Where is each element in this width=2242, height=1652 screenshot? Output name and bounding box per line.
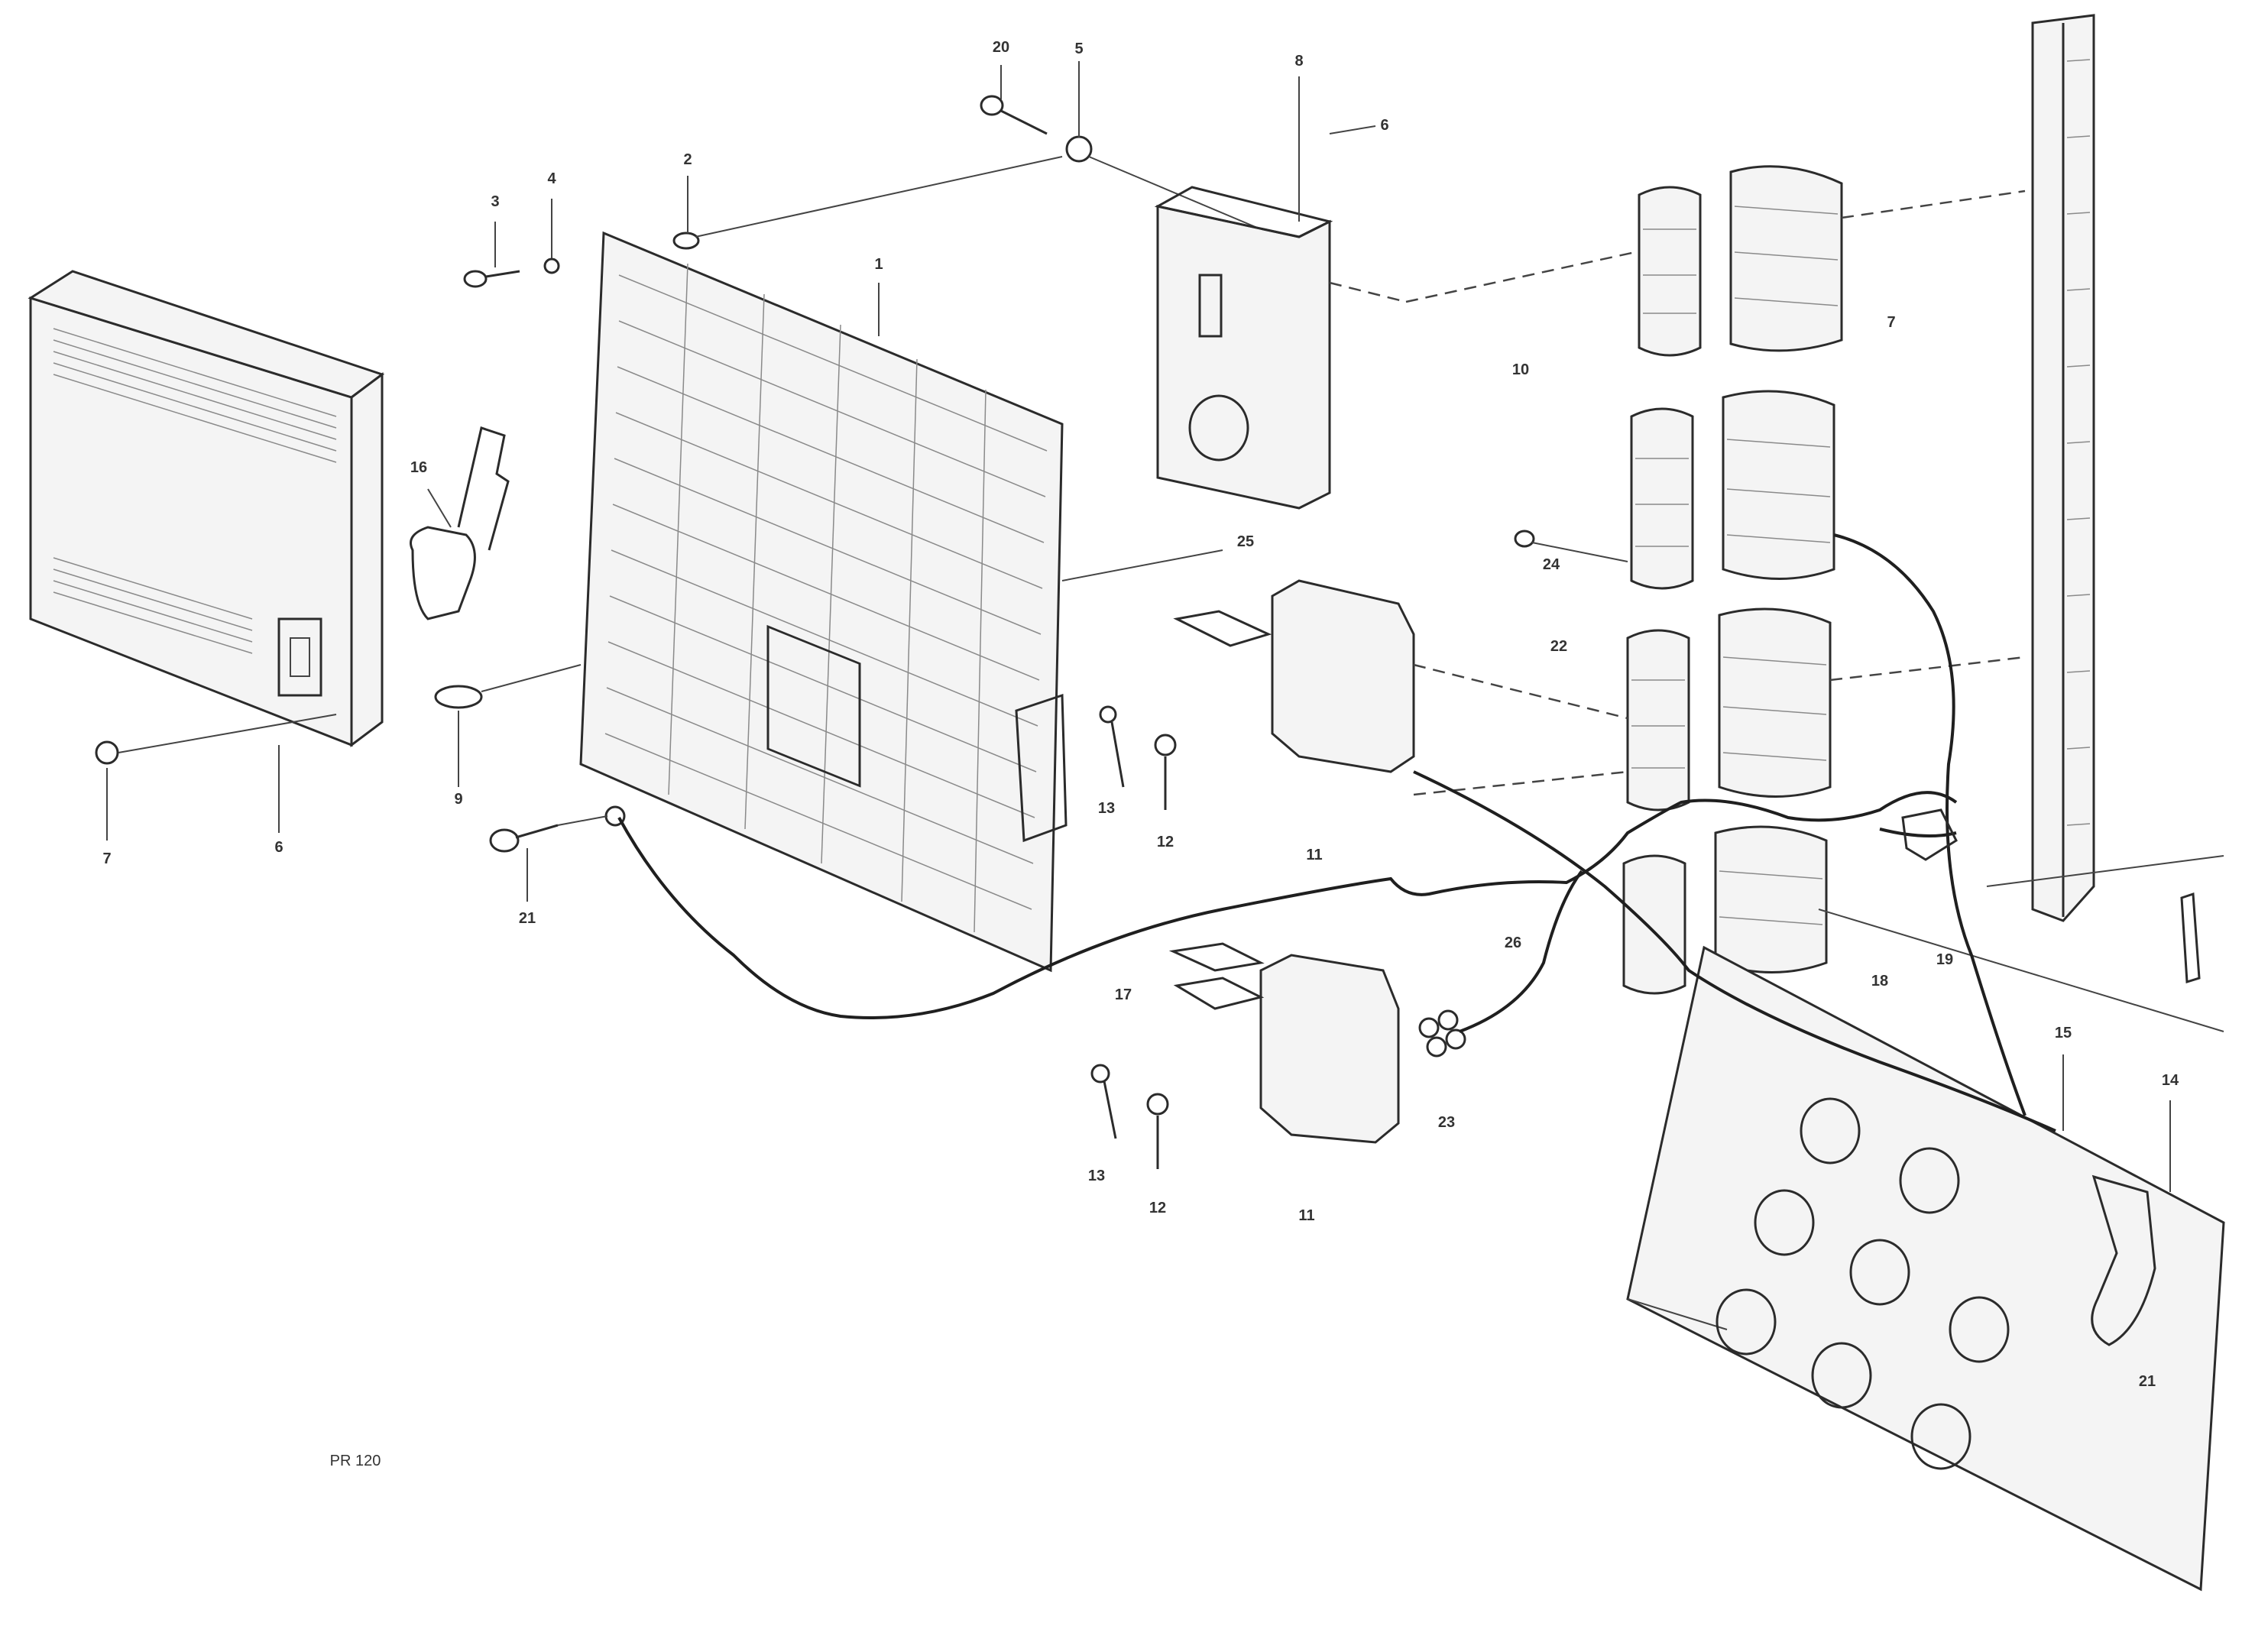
item-label-3: 3 bbox=[491, 193, 499, 210]
item-label-9: 9 bbox=[454, 791, 462, 808]
relay-box-upper bbox=[1099, 579, 1628, 810]
stamp-code: PR 120 bbox=[330, 1453, 381, 1469]
screw-21-left bbox=[489, 805, 626, 902]
item-label-24: 24 bbox=[1543, 556, 1560, 573]
item-label-21-right: 21 bbox=[2139, 1373, 2156, 1390]
mounting-rail bbox=[1818, 14, 2224, 1032]
screw-7-left bbox=[95, 714, 337, 841]
relay-box-lower bbox=[1090, 942, 1466, 1169]
circuit-board bbox=[579, 231, 1068, 973]
bracket-plate bbox=[1154, 76, 1407, 510]
item-label-2: 2 bbox=[683, 151, 692, 168]
item-label-10: 10 bbox=[1512, 361, 1529, 378]
item-label-8: 8 bbox=[1294, 53, 1303, 70]
grommet-9 bbox=[434, 664, 582, 787]
cover-housing bbox=[28, 270, 385, 747]
connector-23 bbox=[1901, 808, 1958, 861]
item-label-15: 15 bbox=[2055, 1025, 2072, 1041]
item-label-16: 16 bbox=[410, 459, 427, 476]
item-label-12-upper: 12 bbox=[1157, 834, 1174, 850]
item-label-11-upper: 11 bbox=[1306, 847, 1322, 863]
item-label-7-left: 7 bbox=[102, 850, 111, 867]
item-label-21-left: 21 bbox=[519, 910, 536, 927]
item-label-6-right: 6 bbox=[1380, 117, 1388, 134]
screws-3-4 bbox=[463, 199, 560, 288]
item-label-18: 18 bbox=[1871, 973, 1888, 990]
relay-stack-top bbox=[1405, 165, 2026, 357]
relay-stack-3 bbox=[1626, 607, 2026, 811]
item-label-5-top: 5 bbox=[1074, 40, 1083, 57]
item-label-19: 19 bbox=[1936, 951, 1953, 968]
item-label-26: 26 bbox=[1505, 935, 1521, 951]
item-label-25: 25 bbox=[1237, 533, 1254, 550]
item-label-11-lower: 11 bbox=[1298, 1207, 1314, 1224]
screw-2 bbox=[672, 176, 700, 250]
relay-stack-4 bbox=[1622, 825, 1828, 995]
item-label-14: 14 bbox=[2162, 1072, 2179, 1089]
item-label-20: 20 bbox=[993, 39, 1009, 56]
relay-stack-2 bbox=[1514, 390, 1835, 590]
item-label-6-bottom: 6 bbox=[274, 839, 283, 856]
item-label-13-upper: 13 bbox=[1098, 800, 1115, 817]
drawing-stamp: PR 120 bbox=[330, 1453, 381, 1469]
item-label-12-lower: 12 bbox=[1149, 1200, 1166, 1216]
item-label-23: 23 bbox=[1438, 1114, 1455, 1131]
item-label-4: 4 bbox=[547, 170, 556, 187]
item-label-13-lower: 13 bbox=[1088, 1168, 1105, 1184]
wire-harness bbox=[617, 533, 2056, 1132]
control-panel bbox=[1626, 945, 2225, 1592]
item-label-22: 22 bbox=[1550, 638, 1567, 655]
clip-16 bbox=[410, 426, 510, 620]
item-label-17: 17 bbox=[1115, 986, 1132, 1003]
item-label-7-right: 7 bbox=[1887, 314, 1895, 331]
screws-20-5 bbox=[695, 61, 1262, 238]
item-label-1: 1 bbox=[874, 256, 883, 273]
